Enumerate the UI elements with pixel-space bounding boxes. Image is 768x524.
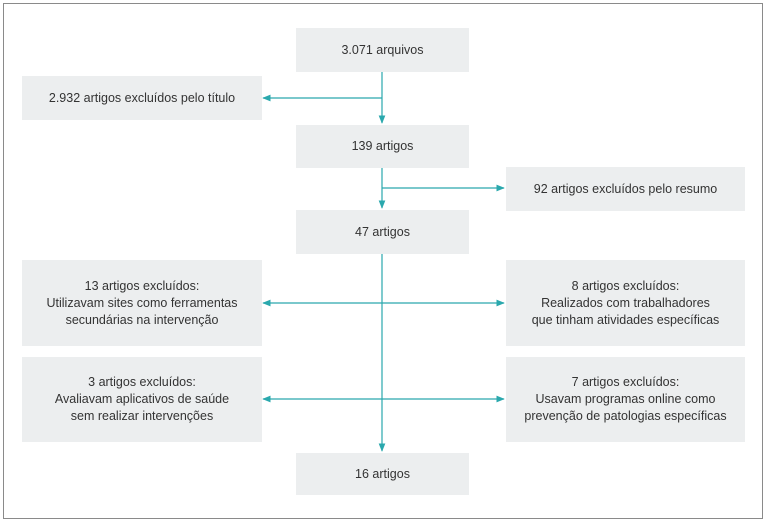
node-excluded-title: 2.932 artigos excluídos pelo título bbox=[22, 76, 262, 120]
node-articles-16: 16 artigos bbox=[296, 453, 469, 495]
node-articles-47: 47 artigos bbox=[296, 210, 469, 254]
node-excluded-abstract: 92 artigos excluídos pelo resumo bbox=[506, 167, 745, 211]
node-excluded-7: 7 artigos excluídos: Usavam programas on… bbox=[506, 357, 745, 442]
node-excluded-13: 13 artigos excluídos: Utilizavam sites c… bbox=[22, 260, 262, 346]
node-files: 3.071 arquivos bbox=[296, 28, 469, 72]
node-excluded-3: 3 artigos excluídos: Avaliavam aplicativ… bbox=[22, 357, 262, 442]
node-articles-139: 139 artigos bbox=[296, 125, 469, 168]
node-excluded-8: 8 artigos excluídos: Realizados com trab… bbox=[506, 260, 745, 346]
diagram-frame bbox=[3, 3, 763, 519]
